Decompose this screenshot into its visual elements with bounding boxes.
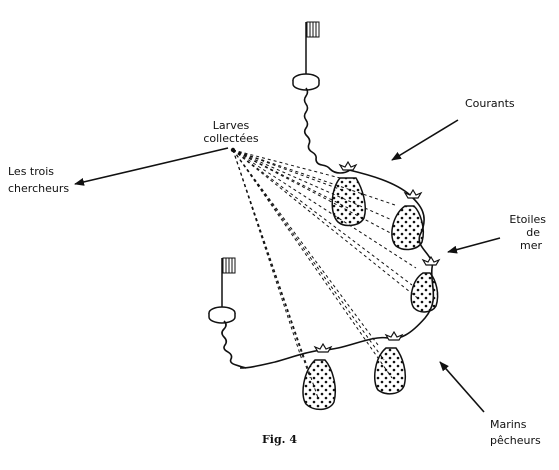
collector-line [239, 169, 435, 369]
arrow-currents [391, 119, 459, 161]
starfish-label-line3: mer [519, 239, 542, 252]
lower-flag-icon [221, 257, 236, 310]
researchers-label-line2: chercheurs [8, 182, 70, 195]
larvae-label-line2: collectées [203, 132, 259, 145]
starfish-label-line1: Etoiles [509, 213, 546, 226]
collector-bag-icon [302, 342, 337, 411]
upper-mooring-rope [303, 87, 351, 174]
arrow-to-researchers [74, 147, 229, 186]
fishermen-label-line2: pêcheurs [490, 434, 541, 447]
fishermen-label: Marins pêcheurs [490, 418, 541, 447]
collector-bag-icon [391, 188, 425, 251]
researchers-label-line1: Les trois [8, 165, 55, 178]
larvae-label-line1: Larves [212, 119, 250, 132]
fishermen-label-line1: Marins [490, 418, 527, 431]
currents-label: Courants [465, 97, 515, 110]
larvae-dispersal-lines [232, 149, 421, 399]
collector-bag-icon [373, 330, 407, 395]
larvae-label: Larves collectées [196, 119, 266, 145]
researchers-label: Les trois chercheurs [8, 165, 69, 195]
upper-buoy-icon [292, 73, 320, 91]
starfish-label: Etoiles de mer [490, 213, 546, 252]
lower-mooring-rope [221, 320, 247, 369]
upper-flag-icon [305, 21, 320, 75]
starfish-label-line2: de [526, 226, 540, 239]
collector-bag-icon [410, 255, 441, 313]
lower-buoy-icon [208, 306, 236, 324]
arrow-fishermen [439, 361, 485, 413]
figure-caption: Fig. 4 [262, 433, 297, 446]
collector-bag-icon [331, 160, 367, 227]
arrow-starfish [447, 237, 501, 254]
